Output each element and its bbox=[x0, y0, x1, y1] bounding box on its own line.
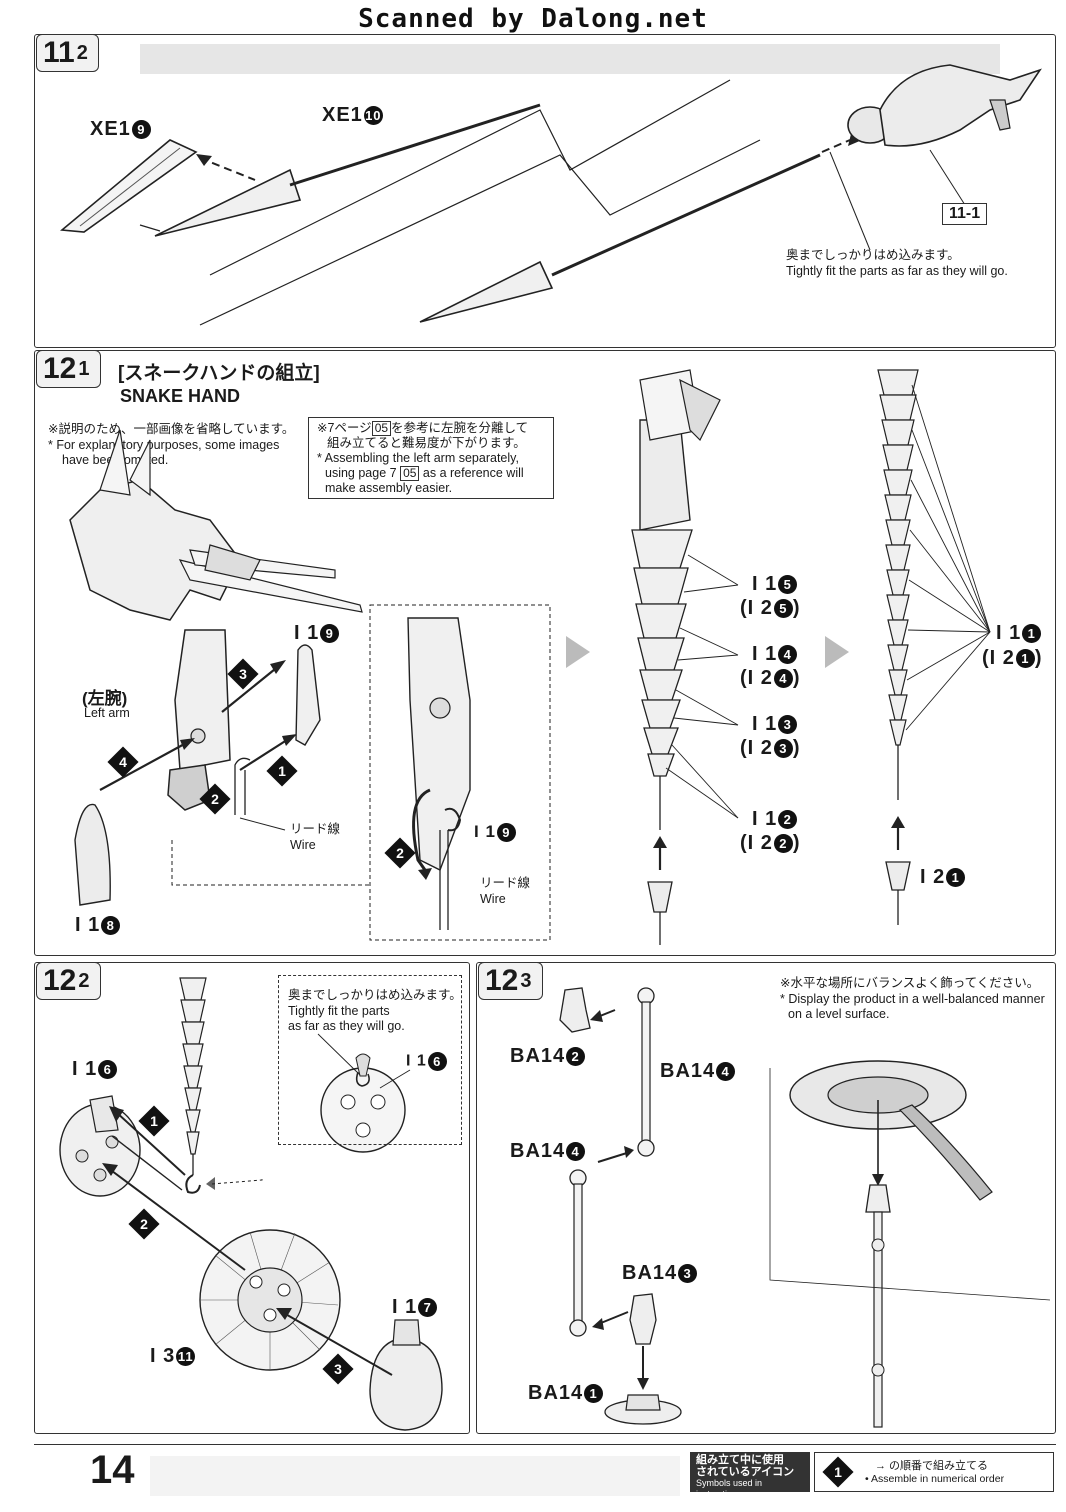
step-diamond-2-detail: 2 bbox=[389, 842, 411, 864]
step-ref-11-1: 11-1 bbox=[942, 203, 988, 225]
step-12-1-title-en: SNAKE HAND bbox=[120, 386, 241, 406]
omitted-note-en-2: have been omitted. bbox=[62, 453, 169, 467]
step-12-2-diamond-2: 2 bbox=[133, 1213, 155, 1235]
fit-callout-en-1: Tightly fit the parts bbox=[288, 1004, 390, 1018]
omitted-note-jp: ※説明のため、一部画像を省略しています。 bbox=[48, 422, 295, 436]
step-12-1-title-jp: [スネークハンドの組立] bbox=[118, 363, 320, 384]
step-12-2-diamond-3: 3 bbox=[327, 1358, 349, 1380]
footer-rule bbox=[34, 1444, 1056, 1445]
left-arm-label-en: Left arm bbox=[84, 706, 130, 720]
footer-faded-strip bbox=[150, 1456, 680, 1496]
order-text-jp: → の順番で組み立てる bbox=[875, 1460, 989, 1472]
fit-note-jp: 奥までしっかりはめ込みます。 bbox=[786, 248, 960, 262]
step-11-2-panel bbox=[34, 34, 1056, 348]
step-diamond-4: 4 bbox=[112, 751, 134, 773]
step-12-2-diamond-1: 1 bbox=[143, 1110, 165, 1132]
page-number: 14 bbox=[90, 1448, 135, 1492]
fit-callout-en-2: as far as they will go. bbox=[288, 1019, 405, 1033]
order-text-en: • Assemble in numerical order bbox=[865, 1473, 1005, 1485]
step-diamond-2: 2 bbox=[204, 788, 226, 810]
step-diamond-1: 1 bbox=[271, 760, 293, 782]
step-12-3-panel bbox=[476, 962, 1056, 1434]
fit-callout-box bbox=[278, 975, 462, 1145]
display-note-en-1: * Display the product in a well-balanced… bbox=[780, 992, 1045, 1006]
display-note-jp: ※水平な場所にバランスよく飾ってください。 bbox=[780, 976, 1040, 990]
icons-legend-box: 組み立て中に使用 されているアイコン Symbols used in instr… bbox=[690, 1452, 810, 1499]
step-diamond-3: 3 bbox=[232, 663, 254, 685]
order-icon-diamond: 1 bbox=[827, 1461, 849, 1483]
left-arm-label-jp: (左腕) bbox=[82, 689, 128, 708]
fit-callout-jp: 奥までしっかりはめ込みます。 bbox=[288, 988, 462, 1002]
icons-legend-jp-2: されているアイコン bbox=[696, 1466, 795, 1478]
wire-label-jp: リード線 bbox=[290, 822, 341, 836]
display-note-en-2: on a level surface. bbox=[788, 1007, 890, 1021]
wire-label-en-detail: Wire bbox=[480, 892, 506, 906]
icon-order-box: 1 → の順番で組み立てる • Assemble in numerical or… bbox=[814, 1452, 1054, 1492]
fit-note-en: Tightly fit the parts as far as they wil… bbox=[786, 264, 1008, 278]
icons-legend-en: Symbols used in instructions bbox=[696, 1478, 763, 1499]
wire-label-jp-detail: リード線 bbox=[480, 876, 531, 890]
scan-watermark: Scanned by Dalong.net bbox=[358, 4, 708, 34]
wire-label-en: Wire bbox=[290, 838, 316, 852]
omitted-note-en-1: * For explanatory purposes, some images bbox=[48, 438, 280, 452]
icons-legend-jp-1: 組み立て中に使用 bbox=[696, 1454, 784, 1466]
